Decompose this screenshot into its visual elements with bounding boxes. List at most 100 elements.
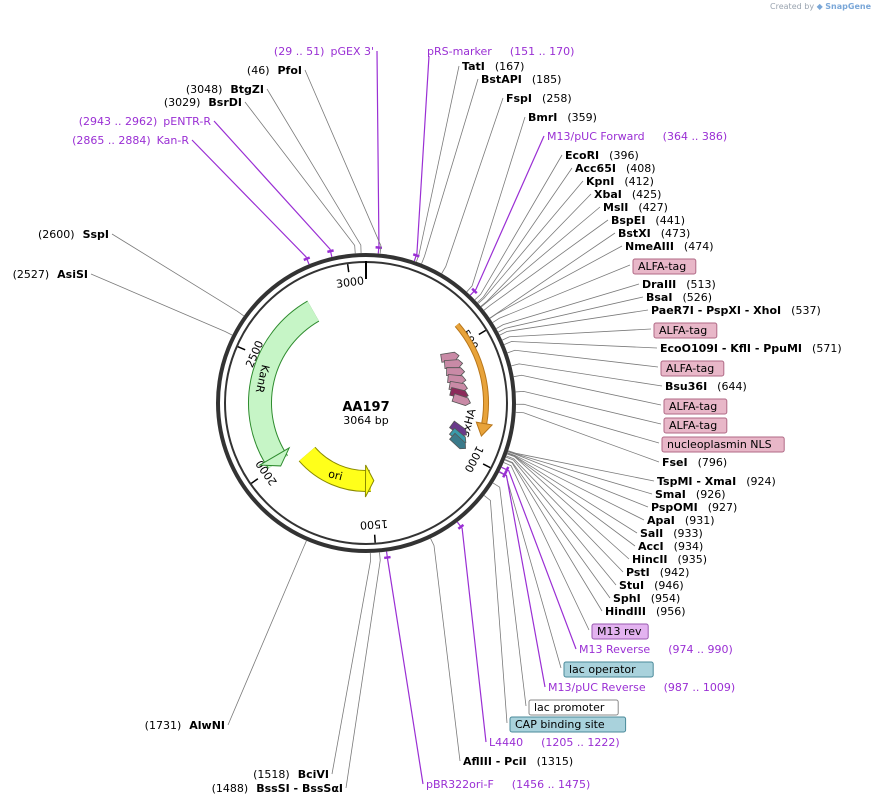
tick-mark <box>373 534 376 543</box>
enzyme-label[interactable]: NmeAIII(474) <box>625 240 714 253</box>
leader-line <box>421 78 479 264</box>
enzyme-label[interactable]: HindIII(956) <box>605 605 686 618</box>
enzyme-label[interactable]: EcoRI(396) <box>565 149 639 162</box>
enzyme-label[interactable]: BspEI(441) <box>611 214 685 227</box>
primer-label[interactable]: M13/pUC Reverse(987 .. 1009) <box>548 681 735 694</box>
feature-box <box>591 623 649 640</box>
enzyme-label[interactable]: AflIII - PciI(1315) <box>463 755 573 768</box>
leader-line <box>456 521 487 743</box>
feature-box-label[interactable]: ALFA-tag <box>660 360 725 377</box>
feature-arrowhead-3xha <box>475 421 494 437</box>
enzyme-label[interactable]: TspMI - XmaI(924) <box>657 475 776 488</box>
enzyme-text: HindIII(956) <box>605 605 686 618</box>
enzyme-position: (1315) <box>537 755 574 768</box>
primer-label[interactable]: (2943 .. 2962)pENTR-R <box>79 115 212 128</box>
enzyme-label[interactable]: (1518)BciVI <box>253 768 329 781</box>
enzyme-label[interactable]: (1488)BssSI - BssSαI <box>212 782 343 795</box>
leader-line <box>111 233 245 317</box>
feature-box-text: ALFA-tag <box>669 419 717 432</box>
enzyme-label[interactable]: Acc65I(408) <box>575 162 656 175</box>
leader-line <box>483 219 609 311</box>
enzyme-label[interactable]: HincII(935) <box>632 553 707 566</box>
leader-line <box>499 309 649 336</box>
feature-box-label[interactable]: lac operator <box>563 661 654 678</box>
enzyme-position: (425) <box>632 188 662 201</box>
enzyme-text: XbaI(425) <box>594 188 661 201</box>
feature-box-label[interactable]: ALFA-tag <box>632 258 697 275</box>
primer-label[interactable]: L4440(1205 .. 1222) <box>489 736 620 749</box>
leader-line <box>504 341 658 349</box>
enzyme-label[interactable]: MslI(427) <box>603 201 668 214</box>
primer-range: (364 .. 386) <box>663 130 728 143</box>
enzyme-name: BmrI <box>528 111 557 124</box>
primer-binding-mark <box>457 523 465 530</box>
enzyme-label[interactable]: ApaI(931) <box>647 514 715 527</box>
enzyme-position: (441) <box>655 214 685 227</box>
leader-line <box>489 245 623 319</box>
enzyme-label[interactable]: (3048)BtgZI <box>186 83 264 96</box>
primer-label[interactable]: pBR322ori-F(1456 .. 1475) <box>426 778 590 791</box>
enzyme-label[interactable]: BstXI(473) <box>618 227 690 240</box>
enzyme-label[interactable]: StuI(946) <box>619 579 684 592</box>
enzyme-label[interactable]: BsaI(526) <box>646 291 712 304</box>
feature-box-label[interactable]: nucleoplasmin NLS <box>661 436 785 453</box>
enzyme-label[interactable]: SalI(933) <box>640 527 703 540</box>
enzyme-text: (3048)BtgZI <box>186 83 264 96</box>
enzyme-label[interactable]: Bsu36I(644) <box>665 380 747 393</box>
primer-range: (1205 .. 1222) <box>541 736 620 749</box>
enzyme-position: (926) <box>696 488 726 501</box>
leader-line <box>506 455 624 573</box>
enzyme-label[interactable]: AccI(934) <box>638 540 703 553</box>
tick-mark <box>478 329 487 336</box>
leader-line <box>496 283 640 329</box>
enzyme-label[interactable]: KpnI(412) <box>586 175 654 188</box>
snapgene-logo-icon: ◆ <box>816 2 823 11</box>
feature-box-label[interactable]: ALFA-tag <box>663 417 728 434</box>
enzyme-name: PfoI <box>278 64 303 77</box>
enzyme-label[interactable]: SphI(954) <box>613 592 680 605</box>
primer-label[interactable]: M13/pUC Forward(364 .. 386) <box>547 130 727 143</box>
enzyme-name: Acc65I <box>575 162 616 175</box>
enzyme-label[interactable]: PstI(942) <box>626 566 689 579</box>
enzyme-text: (46)PfoI <box>247 64 302 77</box>
primer-label[interactable]: (29 .. 51)pGEX 3' <box>274 45 374 58</box>
enzyme-text: AflIII - PciI(1315) <box>463 755 573 768</box>
enzyme-label[interactable]: XbaI(425) <box>594 188 661 201</box>
enzyme-text: DraIII(513) <box>642 278 716 291</box>
enzyme-label[interactable]: FseI(796) <box>662 456 727 469</box>
enzyme-label[interactable]: PspOMI(927) <box>651 501 737 514</box>
enzyme-label[interactable]: (3029)BsrDI <box>164 96 242 109</box>
enzyme-label[interactable]: EcoO109I - KflI - PpuMI(571) <box>660 342 842 355</box>
enzyme-label[interactable]: SmaI (926) <box>655 488 726 501</box>
leader-line <box>499 471 546 688</box>
enzyme-label[interactable]: BmrI(359) <box>528 111 597 124</box>
enzyme-label[interactable]: PaeR7I - PspXI - XhoI(537) <box>651 304 821 317</box>
enzyme-label[interactable]: FspI(258) <box>506 92 572 105</box>
enzyme-position: (1518) <box>253 768 290 781</box>
enzyme-label[interactable]: BstAPI(185) <box>481 73 561 86</box>
enzyme-label[interactable]: (2527)AsiSI <box>13 268 88 281</box>
enzyme-name: StuI <box>619 579 644 592</box>
enzyme-label[interactable]: TatI(167) <box>462 60 524 73</box>
enzyme-name: SmaI <box>655 488 686 501</box>
enzyme-name: Bsu36I <box>665 380 707 393</box>
enzyme-label[interactable]: (2600)SspI <box>38 228 109 241</box>
feature-box-label[interactable]: lac promoter <box>528 699 619 716</box>
primer-label[interactable]: pRS-marker(151 .. 170) <box>427 45 574 58</box>
feature-box <box>663 417 728 434</box>
plasmid-name: AA197 <box>342 400 389 415</box>
tick-label: 1500 <box>360 517 389 532</box>
enzyme-label[interactable]: DraIII(513) <box>642 278 716 291</box>
primer-binding-mark <box>502 471 508 478</box>
primer-label[interactable]: (2865 .. 2884)Kan-R <box>72 134 189 147</box>
feature-box-label[interactable]: CAP binding site <box>509 716 627 733</box>
snapgene-brand: Created by ◆ SnapGene <box>770 2 871 11</box>
feature-box-label[interactable]: ALFA-tag <box>653 322 718 339</box>
feature-box-text: lac operator <box>569 663 636 676</box>
feature-box-label[interactable]: M13 rev <box>591 623 649 640</box>
enzyme-label[interactable]: (46)PfoI <box>247 64 302 77</box>
feature-box-label[interactable]: ALFA-tag <box>663 398 728 415</box>
enzyme-label[interactable]: (1731)AlwNI <box>145 719 225 732</box>
primer-label[interactable]: M13 Reverse(974 .. 990) <box>579 643 733 656</box>
feature-box-text: M13 rev <box>597 625 642 638</box>
